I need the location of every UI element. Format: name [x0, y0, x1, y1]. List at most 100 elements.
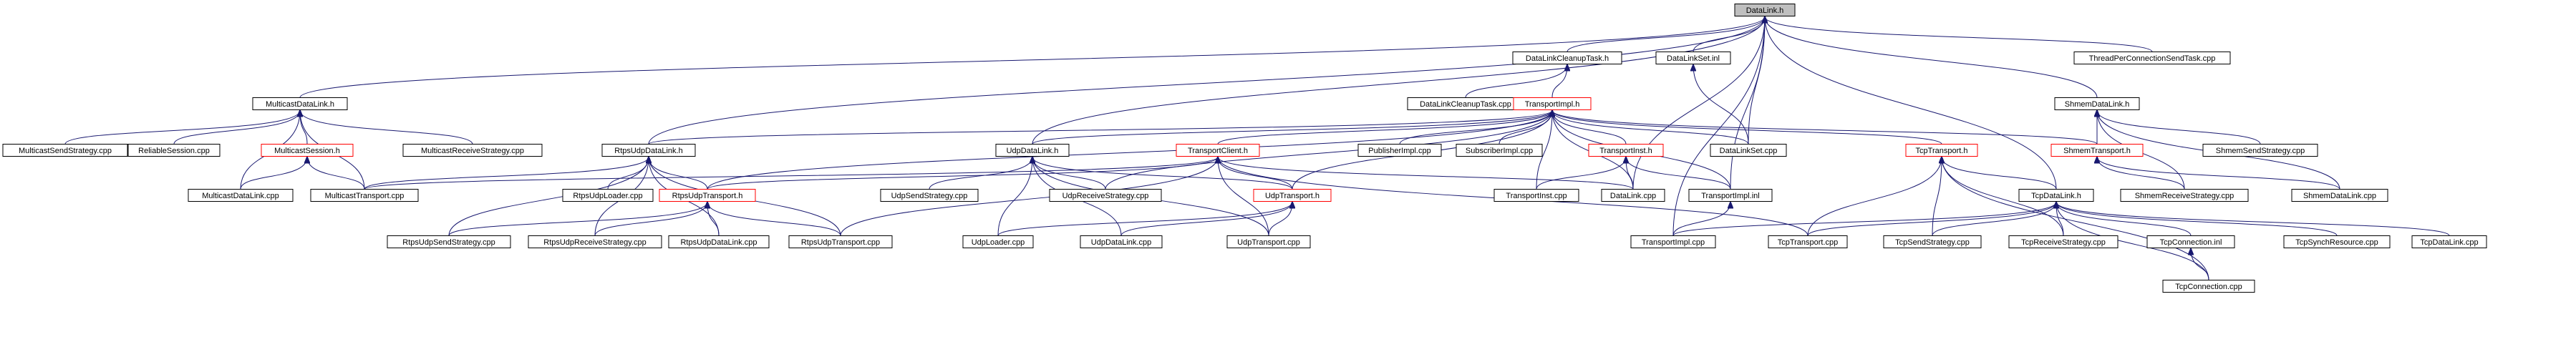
node-label: RtpsUdpTransport.cpp	[801, 238, 880, 247]
node-transportimpl-cpp[interactable]: TransportImpl.cpp	[1630, 235, 1716, 248]
node-label: UdpSendStrategy.cpp	[891, 192, 968, 200]
node-box	[1883, 235, 1982, 248]
node-box	[1768, 235, 1848, 248]
node-rtpsudpsendstrategy-cpp[interactable]: RtpsUdpSendStrategy.cpp	[387, 235, 511, 248]
node-multicastsendstrategy-cpp[interactable]: MulticastSendStrategy.cpp	[2, 144, 128, 157]
node-rtpsudptransport-cpp[interactable]: RtpsUdpTransport.cpp	[788, 235, 893, 248]
node-udpreceivestrategy-cpp[interactable]: UdpReceiveStrategy.cpp	[1049, 189, 1162, 202]
node-udpdatalink-h[interactable]: UdpDataLink.h	[995, 144, 1070, 157]
node-shmemdatalink-cpp[interactable]: ShmemDataLink.cpp	[2291, 189, 2388, 202]
node-rtpsudpdatalink-h[interactable]: RtpsUdpDataLink.h	[601, 144, 696, 157]
edge-transportimpl-inl-to-datalink-h	[1730, 17, 1765, 190]
node-transportclient-h[interactable]: TransportClient.h	[1176, 144, 1260, 157]
edge-datalinkset-inl-to-datalink-h	[1693, 17, 1765, 52]
node-label: PublisherImpl.cpp	[1368, 147, 1430, 155]
node-datalinkcleanuptask-cpp[interactable]: DataLinkCleanupTask.cpp	[1407, 97, 1524, 110]
node-box	[2008, 235, 2119, 248]
node-multicasttransport-cpp[interactable]: MulticastTransport.cpp	[310, 189, 419, 202]
node-udptransport-h[interactable]: UdpTransport.h	[1253, 189, 1332, 202]
node-box	[659, 189, 756, 202]
node-datalinkset-inl[interactable]: DataLinkSet.inl	[1655, 52, 1731, 64]
node-label: RtpsUdpSendStrategy.cpp	[402, 238, 495, 247]
node-tcpsendstrategy-cpp[interactable]: TcpSendStrategy.cpp	[1883, 235, 1982, 248]
node-box	[188, 189, 294, 202]
node-label: DataLink.cpp	[1610, 192, 1656, 200]
node-box	[2054, 97, 2140, 110]
node-box	[1710, 144, 1787, 157]
node-subscriberimpl-cpp[interactable]: SubscriberImpl.cpp	[1456, 144, 1543, 157]
node-box	[127, 144, 221, 157]
node-multicastdatalink-h[interactable]: MulticastDataLink.h	[252, 97, 348, 110]
node-box	[1049, 189, 1162, 202]
node-box	[668, 235, 770, 248]
edge-multicastdatalink-h-to-datalink-h	[299, 17, 1765, 98]
node-shmemdatalink-h[interactable]: ShmemDataLink.h	[2054, 97, 2140, 110]
node-rtpsudpreceivestrategy-cpp[interactable]: RtpsUdpReceiveStrategy.cpp	[528, 235, 662, 248]
node-tcptransport-h[interactable]: TcpTransport.h	[1905, 144, 1978, 157]
node-shmemtransport-h[interactable]: ShmemTransport.h	[2050, 144, 2144, 157]
node-label: TcpTransport.cpp	[1778, 238, 1839, 247]
node-reliablesession-cpp[interactable]: ReliableSession.cpp	[127, 144, 221, 157]
node-box	[2120, 189, 2249, 202]
node-tcpdatalink-h[interactable]: TcpDataLink.h	[2018, 189, 2094, 202]
node-tcpreceivestrategy-cpp[interactable]: TcpReceiveStrategy.cpp	[2008, 235, 2119, 248]
node-shmemsendstrategy-cpp[interactable]: ShmemSendStrategy.cpp	[2202, 144, 2318, 157]
edge-tcpsendstrategy-cpp-to-tcptransport-h	[1932, 157, 1942, 236]
node-multicastdatalink-cpp[interactable]: MulticastDataLink.cpp	[188, 189, 294, 202]
edge-udptransport-h-to-udpdatalink-h	[1032, 157, 1293, 190]
node-label: TransportInst.cpp	[1506, 192, 1567, 200]
node-label: UdpTransport.cpp	[1237, 238, 1300, 247]
edge-rtpsudpsendstrategy-cpp-to-rtpsudpdatalink-h	[448, 157, 649, 236]
edge-transportimpl-h-to-datalinkcleanuptask-h	[1551, 65, 1567, 98]
node-label: TransportInst.h	[1599, 147, 1652, 155]
node-udpdatalink-cpp[interactable]: UdpDataLink.cpp	[1080, 235, 1163, 248]
edge-shmemsendstrategy-cpp-to-shmemdatalink-h	[2097, 111, 2261, 145]
node-tcpconnection-inl[interactable]: TcpConnection.inl	[2146, 235, 2235, 248]
node-udpsendstrategy-cpp[interactable]: UdpSendStrategy.cpp	[880, 189, 979, 202]
edge-tcpconnection-cpp-to-tcpconnection-inl	[2191, 249, 2209, 280]
node-rtpsudptransport-h[interactable]: RtpsUdpTransport.h	[659, 189, 756, 202]
edge-multicasttransport-cpp-to-multicastsession-h	[307, 157, 365, 190]
edge-rtpsudpdatalink-h-to-datalink-h	[648, 17, 1765, 145]
node-rtpsudploader-cpp[interactable]: RtpsUdpLoader.cpp	[562, 189, 654, 202]
node-box	[562, 189, 654, 202]
node-transportimpl-inl[interactable]: TransportImpl.inl	[1688, 189, 1773, 202]
node-box	[1080, 235, 1163, 248]
node-box	[2, 144, 128, 157]
node-transportinst-h[interactable]: TransportInst.h	[1588, 144, 1664, 157]
node-box	[1512, 52, 1622, 64]
node-label: RtpsUdpLoader.cpp	[573, 192, 642, 200]
node-datalinkcleanuptask-h[interactable]: DataLinkCleanupTask.h	[1512, 52, 1622, 64]
node-label: TcpSynchResource.cpp	[2295, 238, 2378, 247]
node-tcpsynchresource-cpp[interactable]: TcpSynchResource.cpp	[2283, 235, 2391, 248]
edge-rtpsudpreceivestrategy-cpp-to-rtpsudptransport-h	[594, 202, 707, 236]
node-box	[1734, 4, 1796, 16]
node-datalink-cpp[interactable]: DataLink.cpp	[1601, 189, 1665, 202]
node-transportimpl-h[interactable]: TransportImpl.h	[1513, 97, 1592, 110]
node-label: DataLinkCleanupTask.cpp	[1420, 100, 1511, 109]
node-box	[1688, 189, 1773, 202]
node-shmemreceivestrategy-cpp[interactable]: ShmemReceiveStrategy.cpp	[2120, 189, 2249, 202]
node-tcptransport-cpp[interactable]: TcpTransport.cpp	[1768, 235, 1848, 248]
node-label: ThreadPerConnectionSendTask.cpp	[2089, 54, 2216, 63]
node-label: TcpDataLink.h	[2031, 192, 2081, 200]
edge-udpdatalink-h-to-datalink-h	[1032, 17, 1765, 145]
node-label: ShmemReceiveStrategy.cpp	[2135, 192, 2234, 200]
node-box	[1493, 189, 1579, 202]
node-datalinkset-cpp[interactable]: DataLinkSet.cpp	[1710, 144, 1787, 157]
node-multicastsession-h[interactable]: MulticastSession.h	[261, 144, 354, 157]
node-transportinst-cpp[interactable]: TransportInst.cpp	[1493, 189, 1579, 202]
node-rtpsudpdatalink-cpp[interactable]: RtpsUdpDataLink.cpp	[668, 235, 770, 248]
node-threadperconnectionsendtask-cpp[interactable]: ThreadPerConnectionSendTask.cpp	[2073, 52, 2231, 64]
node-udploader-cpp[interactable]: UdpLoader.cpp	[962, 235, 1034, 248]
node-udptransport-cpp[interactable]: UdpTransport.cpp	[1226, 235, 1311, 248]
edge-tcpconnection-cpp-to-tcpdatalink-h	[2056, 202, 2209, 280]
node-box	[2411, 235, 2487, 248]
node-publisherimpl-cpp[interactable]: PublisherImpl.cpp	[1357, 144, 1442, 157]
node-label: TransportImpl.h	[1525, 100, 1580, 109]
node-tcpconnection-cpp[interactable]: TcpConnection.cpp	[2162, 280, 2255, 293]
edge-udploader-cpp-to-udptransport-h	[997, 202, 1292, 236]
node-tcpdatalink-cpp[interactable]: TcpDataLink.cpp	[2411, 235, 2487, 248]
node-multicastreceivestrategy-cpp[interactable]: MulticastReceiveStrategy.cpp	[402, 144, 543, 157]
node-label: MulticastDataLink.h	[266, 100, 334, 109]
